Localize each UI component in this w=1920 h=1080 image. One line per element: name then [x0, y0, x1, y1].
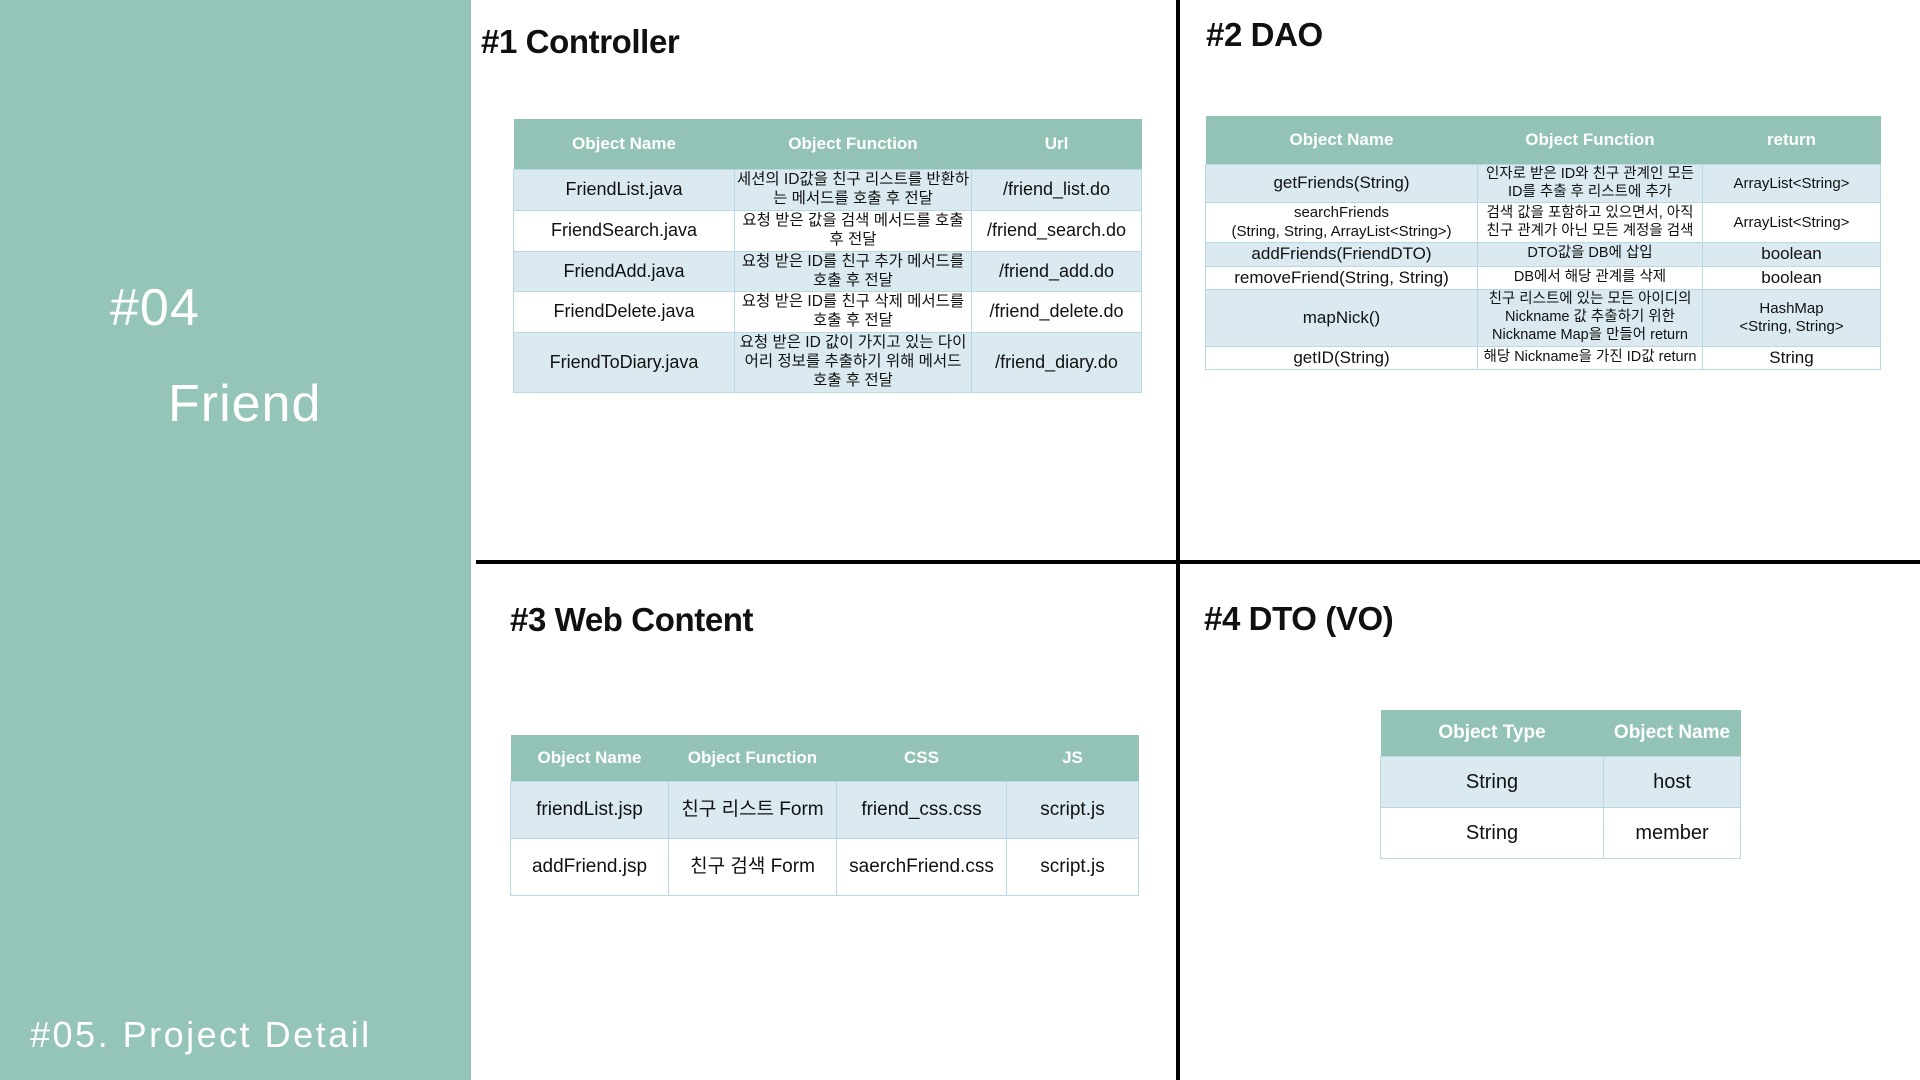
sidebar-footer-label: #05. Project Detail: [30, 1014, 372, 1055]
table-row: searchFriends(String, String, ArrayList<…: [1205, 202, 1881, 243]
cell-url: /friend_search.do: [971, 209, 1142, 252]
cell-object-name: addFriends(FriendDTO): [1205, 241, 1478, 267]
table-row: String host: [1380, 756, 1741, 808]
cell-css: saerchFriend.css: [836, 838, 1007, 896]
cell-object-function: 검색 값을 포함하고 있으면서, 아직 친구 관계가 아닌 모든 계정을 검색: [1477, 202, 1703, 243]
sidebar-section-number: #04: [110, 279, 200, 337]
cell-return: boolean: [1702, 265, 1881, 291]
column-header-object-name: Object Name: [513, 119, 735, 170]
table-row: FriendList.java 세션의 ID값을 친구 리스트를 반환하는 메서…: [513, 169, 1142, 211]
sidebar: #04 Friend #05. Project Detail: [0, 0, 471, 1080]
section-web-content: #3 Web Content Object Name Object Functi…: [476, 564, 1176, 1080]
section-dao: #2 DAO Object Name Object Function retur…: [1180, 0, 1920, 560]
column-header-js: JS: [1006, 735, 1139, 782]
dto-table: Object Type Object Name String host Stri…: [1380, 710, 1741, 859]
table-row: getID(String) 해당 Nickname을 가진 ID값 return…: [1205, 345, 1881, 371]
controller-table: Object Name Object Function Url FriendLi…: [513, 119, 1142, 393]
cell-object-name: getID(String): [1205, 345, 1478, 371]
cell-object-function: 세션의 ID값을 친구 리스트를 반환하는 메서드를 호출 후 전달: [734, 169, 972, 211]
cell-object-name: mapNick(): [1205, 289, 1478, 347]
section-title-web-content: #3 Web Content: [510, 601, 754, 638]
table-row: friendList.jsp 친구 리스트 Form friend_css.cs…: [510, 781, 1139, 839]
cell-object-function: DB에서 해당 관계를 삭제: [1477, 265, 1703, 291]
cell-return: HashMap<String, String>: [1702, 289, 1881, 347]
cell-object-name: addFriend.jsp: [510, 838, 669, 896]
cell-url: /friend_list.do: [971, 169, 1142, 211]
cell-object-function: 요청 받은 값을 검색 메서드를 호출 후 전달: [734, 209, 972, 252]
cell-object-name: host: [1603, 756, 1741, 808]
cell-object-name: friendList.jsp: [510, 781, 669, 839]
cell-return: String: [1702, 345, 1881, 371]
section-dto: #4 DTO (VO) Object Type Object Name Stri…: [1180, 564, 1920, 1080]
cell-object-function: 친구 리스트 Form: [668, 781, 837, 839]
cell-object-name: getFriends(String): [1205, 163, 1478, 204]
column-header-url: Url: [971, 119, 1142, 170]
vertical-divider: [1176, 0, 1180, 1080]
section-controller: #1 Controller Object Name Object Functio…: [476, 0, 1176, 560]
cell-return: boolean: [1702, 241, 1881, 267]
cell-object-name: FriendList.java: [513, 169, 735, 211]
cell-object-function: DTO값을 DB에 삽입: [1477, 241, 1703, 267]
cell-object-function: 요청 받은 ID를 친구 추가 메서드를 호출 후 전달: [734, 250, 972, 293]
cell-object-name: FriendToDiary.java: [513, 332, 735, 393]
web-content-table: Object Name Object Function CSS JS frien…: [510, 735, 1139, 896]
table-header-row: Object Name Object Function return: [1205, 116, 1881, 165]
cell-js: script.js: [1006, 781, 1139, 839]
table-row: addFriends(FriendDTO) DTO값을 DB에 삽입 boole…: [1205, 241, 1881, 267]
table-row: addFriend.jsp 친구 검색 Form saerchFriend.cs…: [510, 838, 1139, 896]
column-header-object-name: Object Name: [1205, 116, 1478, 165]
table-row: FriendSearch.java 요청 받은 값을 검색 메서드를 호출 후 …: [513, 209, 1142, 252]
section-title-dao: #2 DAO: [1206, 16, 1323, 53]
section-title-controller: #1 Controller: [481, 23, 680, 60]
section-title-dto: #4 DTO (VO): [1204, 600, 1394, 637]
column-header-css: CSS: [836, 735, 1007, 782]
cell-css: friend_css.css: [836, 781, 1007, 839]
cell-object-type: String: [1380, 756, 1604, 808]
cell-object-name: member: [1603, 807, 1741, 859]
table-row: FriendDelete.java 요청 받은 ID를 친구 삭제 메서드를 호…: [513, 291, 1142, 334]
cell-object-function: 해당 Nickname을 가진 ID값 return: [1477, 345, 1703, 371]
column-header-object-function: Object Function: [1477, 116, 1703, 165]
table-row: String member: [1380, 807, 1741, 859]
cell-url: /friend_diary.do: [971, 332, 1142, 393]
cell-object-function: 친구 리스트에 있는 모든 아이디의 Nickname 값 추출하기 위한 Ni…: [1477, 289, 1703, 347]
cell-object-name: FriendAdd.java: [513, 250, 735, 293]
cell-object-function: 친구 검색 Form: [668, 838, 837, 896]
table-header-row: Object Type Object Name: [1380, 710, 1741, 757]
column-header-return: return: [1702, 116, 1881, 165]
horizontal-divider: [476, 560, 1920, 564]
cell-object-name: FriendDelete.java: [513, 291, 735, 334]
cell-object-name: searchFriends(String, String, ArrayList<…: [1205, 202, 1478, 243]
cell-object-function: 요청 받은 ID를 친구 삭제 메서드를 호출 후 전달: [734, 291, 972, 334]
cell-object-name: FriendSearch.java: [513, 209, 735, 252]
cell-return: ArrayList<String>: [1702, 202, 1881, 243]
table-header-row: Object Name Object Function Url: [513, 119, 1142, 170]
table-header-row: Object Name Object Function CSS JS: [510, 735, 1139, 782]
table-row: getFriends(String) 인자로 받은 ID와 친구 관계인 모든 …: [1205, 163, 1881, 204]
cell-return: ArrayList<String>: [1702, 163, 1881, 204]
table-row: mapNick() 친구 리스트에 있는 모든 아이디의 Nickname 값 …: [1205, 289, 1881, 347]
column-header-object-function: Object Function: [668, 735, 837, 782]
cell-url: /friend_delete.do: [971, 291, 1142, 334]
sidebar-section-title: Friend: [168, 375, 322, 433]
column-header-object-type: Object Type: [1380, 710, 1604, 757]
cell-object-function: 인자로 받은 ID와 친구 관계인 모든 ID를 추출 후 리스트에 추가: [1477, 163, 1703, 204]
cell-js: script.js: [1006, 838, 1139, 896]
column-header-object-name: Object Name: [510, 735, 669, 782]
cell-url: /friend_add.do: [971, 250, 1142, 293]
table-row: removeFriend(String, String) DB에서 해당 관계를…: [1205, 265, 1881, 291]
cell-object-name: removeFriend(String, String): [1205, 265, 1478, 291]
cell-object-type: String: [1380, 807, 1604, 859]
column-header-object-function: Object Function: [734, 119, 972, 170]
cell-object-function: 요청 받은 ID 값이 가지고 있는 다이어리 정보를 추출하기 위해 메서드 …: [734, 332, 972, 393]
table-row: FriendAdd.java 요청 받은 ID를 친구 추가 메서드를 호출 후…: [513, 250, 1142, 293]
dao-table: Object Name Object Function return getFr…: [1205, 116, 1881, 371]
table-row: FriendToDiary.java 요청 받은 ID 값이 가지고 있는 다이…: [513, 332, 1142, 393]
column-header-object-name: Object Name: [1603, 710, 1741, 757]
